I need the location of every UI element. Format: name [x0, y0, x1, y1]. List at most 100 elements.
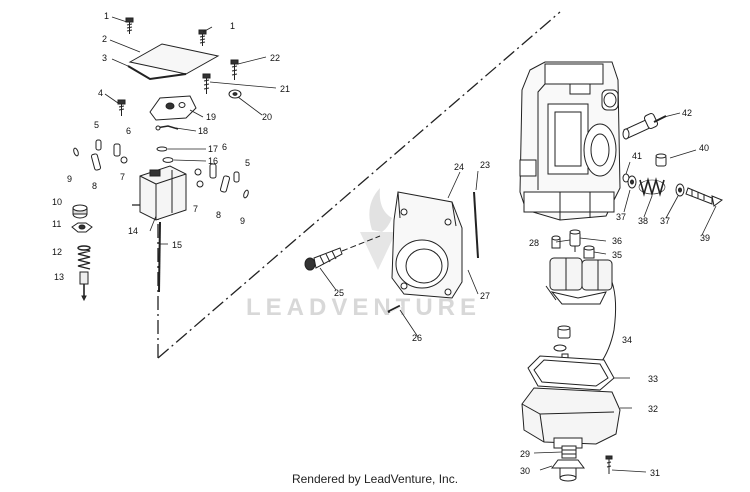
spring-part-38: [638, 177, 666, 197]
bowl-gasket-part-33: [527, 355, 615, 391]
callout-9-right: 9: [240, 216, 245, 226]
clip-part-5-left: [95, 139, 102, 151]
footer-credit: Rendered by LeadVenture, Inc.: [291, 472, 459, 486]
float-bowl-part-32: [521, 387, 621, 449]
screw-part-31: [605, 455, 613, 474]
fitting-part-42: [622, 113, 667, 140]
callout-labels: 1 1 2 3 4 5 6 5 6 7 7 8 8 9 9 10 11 12 1…: [52, 11, 710, 478]
callout-8-right: 8: [216, 210, 221, 220]
jet-part-35: [583, 245, 595, 259]
callout-40: 40: [699, 143, 709, 153]
pin-part-9-left: [73, 147, 79, 157]
float-part-14: [139, 165, 187, 221]
callout-17: 17: [208, 144, 218, 154]
drain-plug-part-29: [561, 445, 577, 459]
callout-8-left: 8: [92, 181, 97, 191]
callout-30: 30: [520, 466, 530, 476]
middle-parts-group: [304, 191, 479, 314]
leader-lines: [104, 16, 717, 473]
callout-1a: 1: [104, 11, 109, 21]
screw-part-4: [117, 99, 126, 116]
callout-13: 13: [54, 272, 64, 282]
callout-29: 29: [520, 449, 530, 459]
callout-34: 34: [622, 335, 632, 345]
callout-9-left: 9: [67, 174, 72, 184]
callout-16: 16: [208, 156, 218, 166]
callout-22: 22: [270, 53, 280, 63]
callout-3: 3: [102, 53, 107, 63]
callout-37a: 37: [616, 212, 626, 222]
idle-screw-part-39: [685, 187, 724, 207]
needle-valve-seat: [553, 325, 571, 361]
leadventure-watermark: LEADVENTURE: [246, 188, 481, 321]
screw-part-1b: [198, 29, 207, 46]
right-parts-group: [519, 61, 724, 482]
bracket-line-part-34: [599, 281, 617, 365]
callout-14: 14: [128, 226, 138, 236]
cover-plate-part-2: [128, 43, 220, 75]
pin-part-26: [387, 304, 403, 314]
callout-23: 23: [480, 160, 490, 170]
callout-11: 11: [52, 219, 61, 229]
screw-25-leader: [341, 235, 381, 252]
callout-7-left: 7: [120, 172, 125, 182]
clip-part-8-left: [90, 153, 102, 171]
callout-21: 21: [280, 84, 290, 94]
callout-26: 26: [412, 333, 422, 343]
carburetor-body: [519, 61, 621, 221]
clip-part-5-right: [233, 171, 240, 183]
washer-part-37b: [675, 183, 685, 197]
callout-32: 32: [648, 404, 658, 414]
clip-part-8-right: [219, 175, 231, 193]
callout-18: 18: [198, 126, 208, 136]
callout-41: 41: [632, 151, 642, 161]
jet-part-28: [551, 235, 561, 249]
callout-24: 24: [454, 162, 464, 172]
cap-part-10: [72, 204, 88, 219]
fitting-part-40: [655, 153, 667, 167]
callout-1b: 1: [230, 21, 235, 31]
callout-42: 42: [682, 108, 692, 118]
spring-part-12: [77, 245, 91, 270]
callout-31: 31: [650, 468, 660, 478]
washer-part-20: [228, 89, 242, 99]
clip-part-7-left: [120, 156, 128, 164]
callout-38: 38: [638, 216, 648, 226]
callout-2: 2: [102, 34, 107, 44]
needle-part-15: [158, 221, 161, 293]
callout-28: 28: [529, 238, 539, 248]
callout-39: 39: [700, 233, 710, 243]
pin-part-9-right: [243, 189, 249, 199]
callout-36: 36: [612, 236, 622, 246]
callout-35: 35: [612, 250, 622, 260]
screw-part-1a: [125, 17, 134, 34]
float-assembly: [545, 257, 613, 305]
left-parts-group: [71, 17, 249, 302]
nut-part-11: [71, 222, 93, 233]
callout-4: 4: [98, 88, 103, 98]
callout-5-left: 5: [94, 120, 99, 130]
ring-part-16: [162, 157, 174, 163]
adjust-screw-part-13: [79, 271, 89, 302]
gasket-part-3: [127, 65, 187, 81]
callout-10: 10: [52, 197, 62, 207]
bracket-part-19: [149, 95, 197, 121]
callout-15: 15: [172, 240, 182, 250]
clip-part-18: [155, 125, 179, 131]
clip-part-6-left: [113, 143, 121, 157]
jet-part-36: [569, 229, 581, 252]
drain-bolt-part-30: [551, 459, 585, 482]
callout-6-right: 6: [222, 142, 227, 152]
callout-37b: 37: [660, 216, 670, 226]
callout-27: 27: [480, 291, 490, 301]
callout-25: 25: [334, 288, 344, 298]
ring-part-17: [156, 146, 168, 152]
callout-33: 33: [648, 374, 658, 384]
washer-part-37a: [627, 175, 637, 189]
gasket-part-23: [473, 191, 479, 259]
watermark-text: LEADVENTURE: [246, 294, 481, 321]
screw-part-22: [230, 59, 239, 80]
clip-part-6-right: [209, 163, 217, 179]
callout-7-right: 7: [193, 204, 198, 214]
